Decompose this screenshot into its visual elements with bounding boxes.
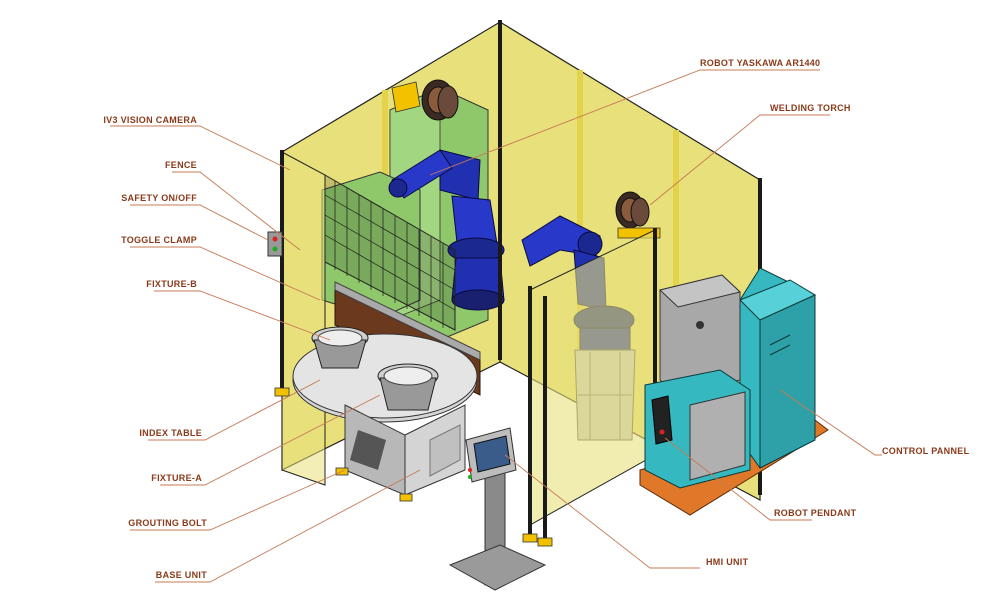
safety-switch-box — [267, 231, 283, 257]
hmi-unit — [448, 427, 547, 591]
robot-controller — [644, 274, 751, 489]
leader-lines — [110, 69, 882, 583]
label-fixture-a: FIXTURE-A — [151, 473, 202, 483]
label-robot: ROBOT YASKAWA AR1440 — [700, 58, 821, 68]
label-base-unit: BASE UNIT — [155, 570, 207, 580]
safety-mesh — [324, 181, 456, 328]
label-toggle-clamp: TOGGLE CLAMP — [121, 235, 197, 245]
label-fence: FENCE — [164, 160, 197, 170]
label-index-table: INDEX TABLE — [139, 428, 202, 438]
robot-1 — [388, 149, 505, 311]
label-vision-camera: IV3 VISION CAMERA — [103, 115, 197, 125]
base-unit — [344, 404, 466, 496]
label-safety-switch: SAFETY ON/OFF — [121, 193, 197, 203]
fixture-b-bowl — [311, 326, 369, 369]
label-welding-torch: WELDING TORCH — [770, 103, 851, 113]
robot-pendant — [651, 395, 673, 445]
label-robot-pendant: ROBOT PENDANT — [774, 508, 857, 518]
label-control-panel: CONTROL PANNEL — [882, 446, 970, 456]
label-hmi-unit: HMI UNIT — [706, 557, 749, 567]
fixture-a-bowl — [377, 363, 439, 411]
control-cabinet — [739, 267, 817, 469]
post-feet — [274, 387, 553, 547]
wire-spool-1 — [421, 79, 459, 121]
label-fixture-b: FIXTURE-B — [146, 279, 197, 289]
label-grouting-bolt: GROUTING BOLT — [128, 518, 207, 528]
wire-spool-2 — [615, 191, 661, 239]
